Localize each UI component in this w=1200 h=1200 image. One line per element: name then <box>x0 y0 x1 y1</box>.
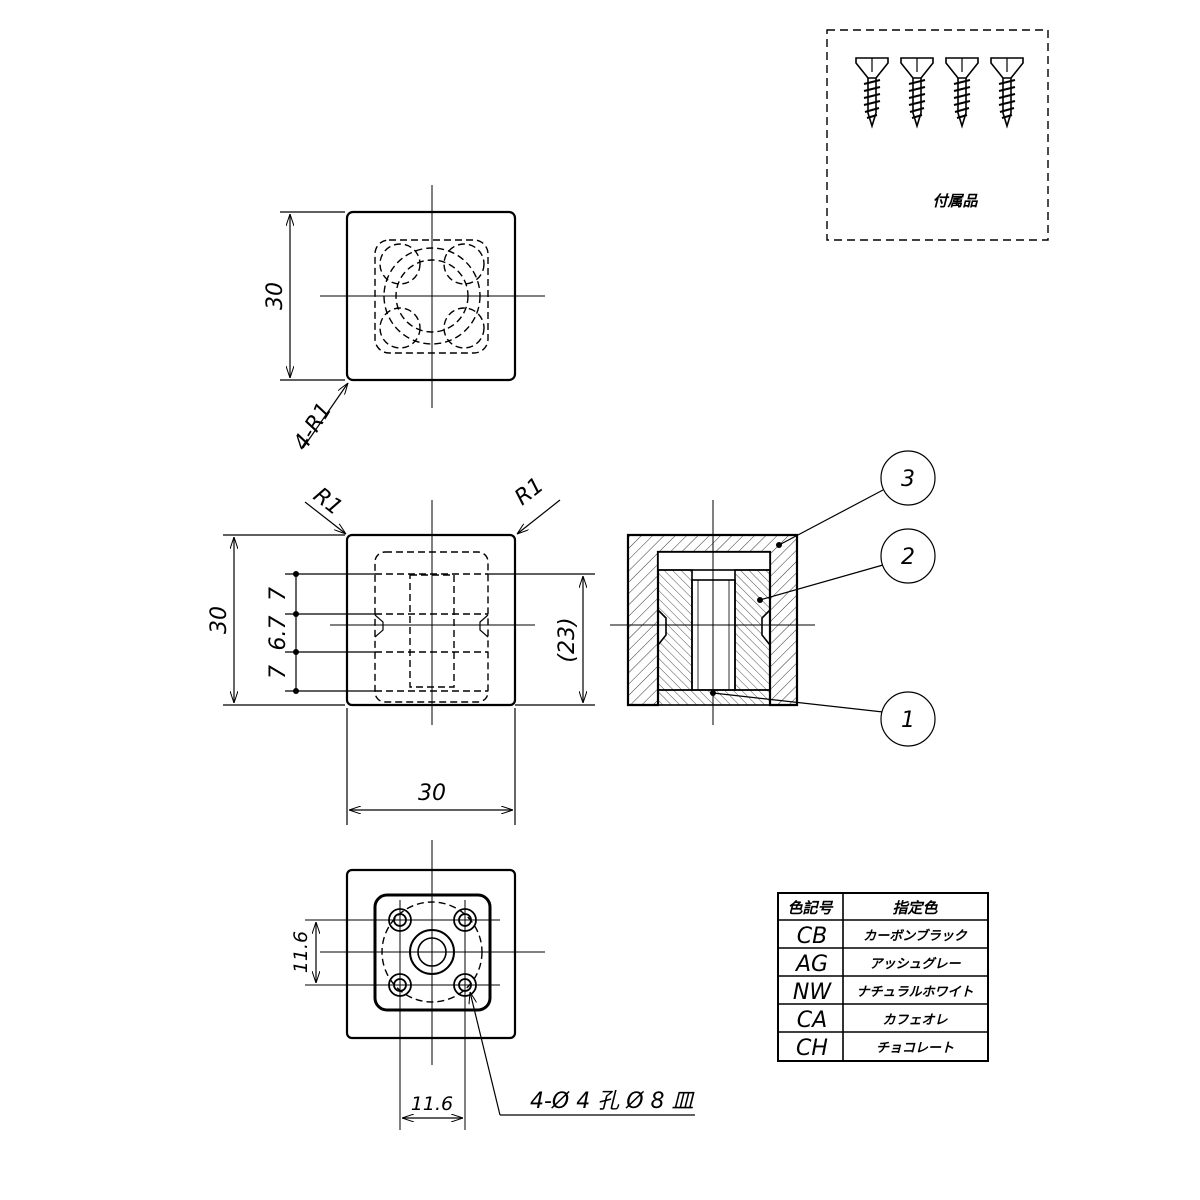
accessory-label: 付属品 <box>932 192 978 210</box>
accessory-box: 付属品 <box>826 29 1049 241</box>
hole-note: 4-Ø 4 孔 Ø 8 皿 <box>530 1089 696 1114</box>
table-header-color: 指定色 <box>892 899 938 917</box>
color-code: AG <box>794 952 828 977</box>
balloon-2-label: 2 <box>901 545 915 570</box>
color-name: アッシュグレー <box>869 956 961 972</box>
front-view: 7 6.7 7 30 (23) 30 R1 R1 <box>207 473 595 825</box>
front-height-dim: 30 <box>207 606 232 634</box>
color-code: CA <box>797 1008 827 1033</box>
balloon-1-label: 1 <box>901 708 915 733</box>
screw-icon <box>990 57 1024 127</box>
bottom-view: 11.6 11.6 4-Ø 4 孔 Ø 8 皿 <box>290 840 696 1130</box>
reference-dim: (23) <box>555 617 580 662</box>
balloon-3-label: 3 <box>901 467 915 492</box>
pitch-dim-3: 7 <box>266 665 291 679</box>
color-name: カーボンブラック <box>863 928 968 944</box>
top-height-dim: 30 <box>263 282 288 310</box>
radius-right-label: R1 <box>510 473 548 511</box>
front-width-dim: 30 <box>418 781 446 806</box>
bottom-pitch-h: 11.6 <box>411 1093 453 1115</box>
table-row: NW ナチュラルホワイト <box>793 980 974 1005</box>
balloon-2 <box>880 528 936 584</box>
color-code: CH <box>796 1036 828 1061</box>
bottom-pitch-v: 11.6 <box>290 931 312 973</box>
pitch-dim-1: 7 <box>266 587 291 601</box>
section-view: 3 2 1 <box>610 450 936 747</box>
table-row: CH チョコレート <box>796 1036 954 1061</box>
color-name: チョコレート <box>876 1041 954 1056</box>
screw-icon <box>945 57 979 127</box>
balloon-3 <box>880 450 936 506</box>
color-code: CB <box>797 924 827 949</box>
top-view: 30 4-R1 <box>263 185 545 455</box>
table-row: CA カフェオレ <box>797 1008 949 1033</box>
color-table: 色記号 指定色 CB カーボンブラック AG アッシュグレー NW ナチュラルホ… <box>777 892 989 1062</box>
color-code: NW <box>793 980 832 1005</box>
screw-icon <box>900 57 934 127</box>
radius-left-label: R1 <box>308 483 346 521</box>
table-row: AG アッシュグレー <box>794 952 962 977</box>
table-header-code: 色記号 <box>787 899 834 917</box>
color-name: ナチュラルホワイト <box>856 985 973 1000</box>
table-row: CB カーボンブラック <box>797 924 968 949</box>
screw-icon <box>855 57 889 127</box>
corner-radius-label: 4-R1 <box>289 398 337 455</box>
balloon-1 <box>880 691 936 747</box>
color-name: カフェオレ <box>882 1013 948 1028</box>
pitch-dim-2: 6.7 <box>266 616 291 651</box>
